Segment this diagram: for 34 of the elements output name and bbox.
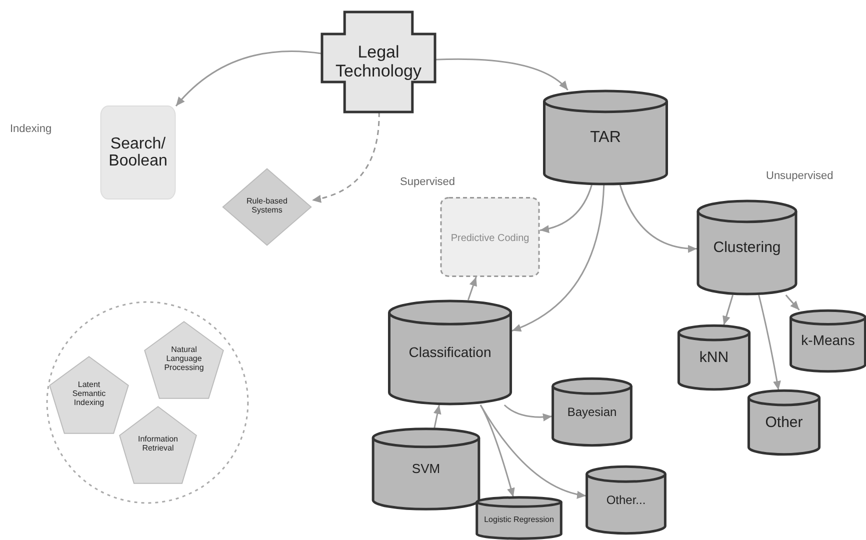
section-label: Unsupervised bbox=[766, 170, 834, 182]
node-label: kNN bbox=[699, 350, 729, 366]
node-label: TAR bbox=[590, 128, 621, 146]
arrow bbox=[758, 294, 781, 390]
arrow bbox=[540, 184, 592, 233]
node-label: Clustering bbox=[713, 240, 781, 256]
arrow bbox=[480, 404, 586, 498]
arrow bbox=[434, 58, 568, 91]
section-label: Indexing bbox=[10, 123, 52, 135]
node-label: Natural Language Processing bbox=[163, 346, 205, 372]
arrow bbox=[433, 404, 442, 428]
arrow bbox=[722, 294, 734, 326]
section-label: Supervised bbox=[400, 176, 456, 188]
node-label: Other... bbox=[606, 494, 646, 508]
node-label: Predictive Coding bbox=[450, 233, 530, 244]
node-label: k-Means bbox=[801, 333, 855, 349]
arrow bbox=[785, 294, 800, 310]
node-label: Legal Technology bbox=[334, 43, 422, 81]
node-label: Other bbox=[765, 414, 803, 432]
node-label: SVM bbox=[412, 462, 440, 476]
arrow bbox=[619, 184, 698, 252]
arrow bbox=[312, 112, 380, 202]
node-label: Bayesian bbox=[567, 406, 617, 420]
node-label: Search/ Boolean bbox=[108, 134, 168, 170]
arrow bbox=[468, 276, 477, 300]
node-label: Classification bbox=[408, 344, 492, 360]
node-label: Latent Semantic Indexing bbox=[71, 380, 107, 408]
arrow bbox=[480, 404, 515, 498]
node-label: Logistic Regression bbox=[484, 516, 554, 525]
arrow bbox=[512, 184, 605, 332]
arrow bbox=[175, 50, 322, 106]
node-label: Rule-based Systems bbox=[246, 197, 288, 215]
arrow bbox=[504, 404, 552, 422]
node-label: Information Retrieval bbox=[136, 435, 180, 453]
